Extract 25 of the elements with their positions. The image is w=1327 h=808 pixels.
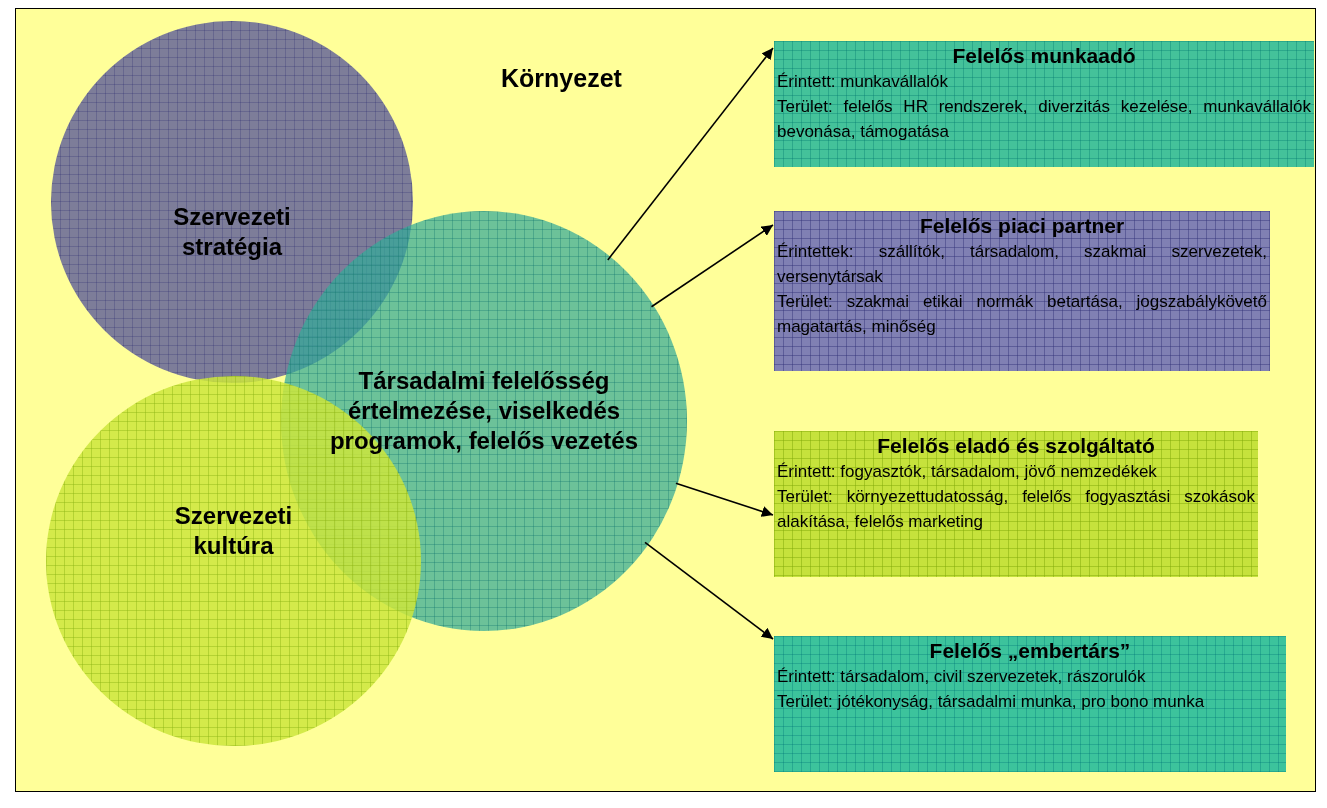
info-box bbox=[774, 41, 1314, 167]
box-text: Érintettek: szállítók, társadalom, szakmai szervezetek, versenytársak bbox=[777, 241, 1267, 288]
arrow bbox=[650, 224, 774, 308]
info-box bbox=[774, 211, 1270, 371]
box-text: Terület: jótékonyság, társadalmi munka, pro bono munka bbox=[777, 691, 1206, 713]
arrow bbox=[644, 541, 774, 640]
box-text: Terület: felelős HR rendszerek, diverzitás kezelése, munkavállalók bevonása, támogatása bbox=[777, 96, 1311, 143]
box-text: Terület: szakmai etikai normák betartása, jogszabálykövető magatartás, minőség bbox=[777, 291, 1267, 338]
box-text: Érintett: munkavállalók bbox=[777, 71, 950, 93]
arrow bbox=[675, 482, 774, 517]
circle-label: Szervezeti stratégia bbox=[172, 202, 292, 262]
box-text: Érintett: fogyasztók, társadalom, jövő nemzedékek bbox=[777, 461, 1158, 483]
arrow bbox=[607, 47, 774, 261]
frame-title: Környezet bbox=[501, 64, 622, 93]
circle-label: Társadalmi felelősség értelmezése, viselkedés programok, felelős vezetés bbox=[328, 366, 640, 456]
circle-label: Szervezeti kultúra bbox=[173, 501, 294, 561]
info-box bbox=[774, 636, 1286, 772]
box-text: Terület: környezettudatosság, felelős fogyasztási szokások alakítása, felelős marketing bbox=[777, 486, 1255, 533]
info-box bbox=[774, 431, 1258, 577]
box-heading: Felelős munkaadó bbox=[951, 43, 1137, 69]
box-heading: Felelős eladó és szolgáltató bbox=[876, 433, 1156, 459]
box-heading: Felelős piaci partner bbox=[918, 213, 1126, 239]
environment-frame bbox=[15, 8, 1316, 792]
box-text: Érintett: társadalom, civil szervezetek, rászorulók bbox=[777, 666, 1147, 688]
box-heading: Felelős „embertárs” bbox=[928, 638, 1132, 664]
